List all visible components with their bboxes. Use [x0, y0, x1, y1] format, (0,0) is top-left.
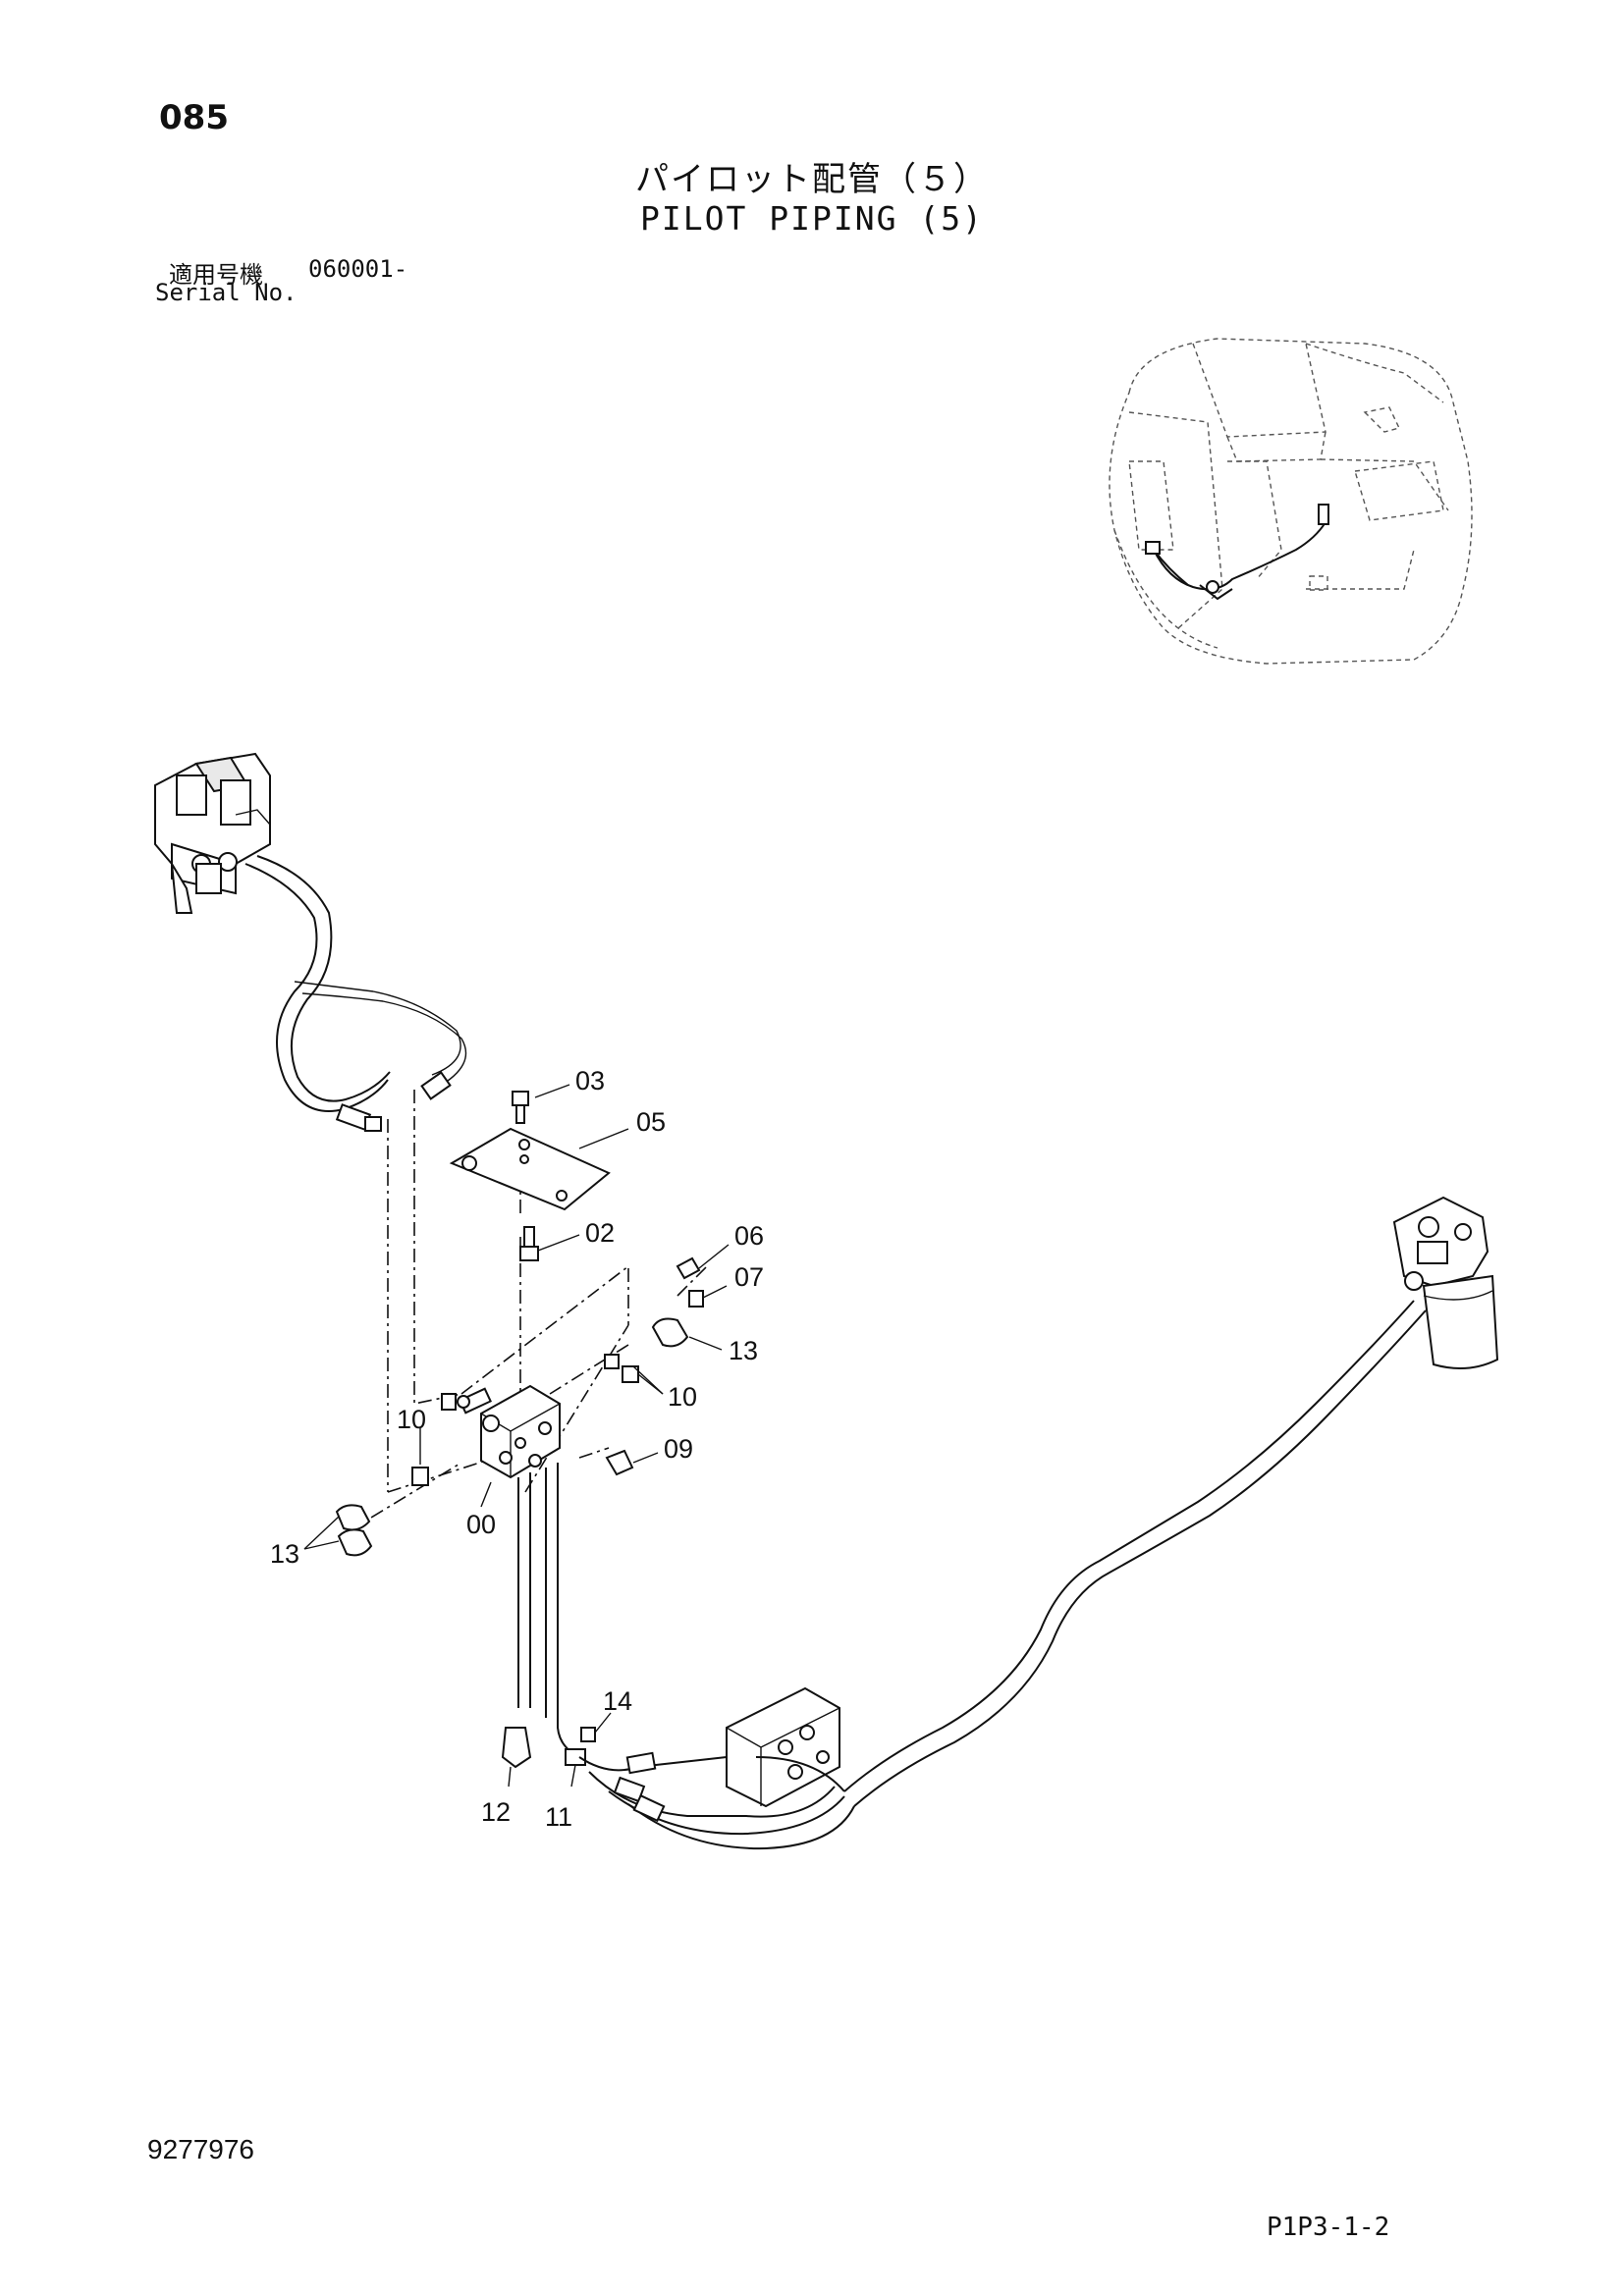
page-title-english: PILOT PIPING (5) — [640, 199, 984, 238]
callout-10-left: 10 — [397, 1405, 426, 1434]
page-title-japanese: パイロット配管（５） — [635, 160, 989, 199]
document-number: 9277976 — [147, 2134, 255, 2164]
machine-overview-illustration — [1109, 338, 1473, 665]
serial-label-english: Serial No. — [155, 279, 298, 306]
bolt-07 — [688, 1290, 704, 1308]
page-code: P1P3-1-2 — [1267, 2213, 1390, 2242]
callout-10-right: 10 — [668, 1382, 697, 1412]
serial-number-value: 060001- — [308, 255, 408, 283]
callout-05: 05 — [636, 1107, 666, 1137]
fitting — [441, 1393, 457, 1411]
callout-14: 14 — [603, 1686, 632, 1716]
bracket-plate — [449, 1127, 611, 1211]
callout-12: 12 — [481, 1797, 511, 1827]
clip-06 — [676, 1256, 701, 1280]
control-valve-lower — [726, 1686, 840, 1808]
callout-09: 09 — [664, 1434, 693, 1464]
plug-09 — [605, 1449, 634, 1476]
callout-06: 06 — [734, 1221, 764, 1251]
callout-03: 03 — [575, 1066, 605, 1095]
valve-block-00 — [457, 1384, 561, 1479]
fitting-14 — [580, 1727, 596, 1742]
callout-11: 11 — [545, 1802, 572, 1832]
sensor-13-right — [651, 1317, 689, 1348]
serial-label-japanese: 適用号機 — [169, 261, 263, 289]
fitting-11 — [565, 1748, 586, 1766]
bolt-02 — [519, 1226, 539, 1261]
fitting-10 — [411, 1467, 429, 1486]
page-number: 085 — [159, 98, 229, 137]
bolt-03 — [512, 1091, 529, 1124]
callout-07: 07 — [734, 1262, 764, 1292]
callout-13-left: 13 — [270, 1539, 299, 1569]
accumulator-assembly — [1392, 1196, 1499, 1369]
pilot-valve-assembly — [154, 752, 271, 914]
callout-00: 00 — [466, 1510, 496, 1539]
elbow-12 — [501, 1727, 532, 1769]
callout-02: 02 — [585, 1218, 615, 1248]
sensor-13-left — [335, 1504, 373, 1557]
fitting-10 — [604, 1354, 620, 1369]
callout-13-right: 13 — [729, 1336, 758, 1365]
